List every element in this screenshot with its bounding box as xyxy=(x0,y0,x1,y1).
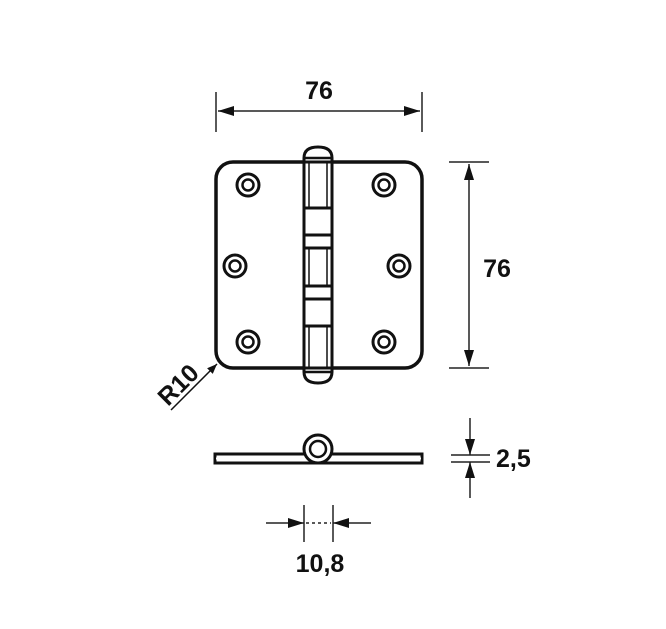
hinge-side-view xyxy=(213,433,424,465)
screw-hole-mid-right xyxy=(386,253,412,279)
screw-hole-bottom-right xyxy=(371,329,397,355)
knuckle-inner xyxy=(308,439,328,459)
hinge-barrel xyxy=(302,145,334,385)
screw-hole-bottom-left xyxy=(235,329,261,355)
corner-radius-callout: R10 xyxy=(152,359,218,411)
width-label: 76 xyxy=(305,77,333,105)
width-dimension: 76 xyxy=(215,77,423,132)
screw-hole-mid-left xyxy=(222,253,248,279)
knuckle-diameter-dimension: 10,8 xyxy=(266,505,371,578)
upper-bearing xyxy=(302,206,334,250)
screw-hole-top-left xyxy=(235,172,261,198)
thickness-dimension: 2,5 xyxy=(451,418,531,498)
radius-label: R10 xyxy=(152,359,204,411)
knuckle-diameter-label: 10,8 xyxy=(296,550,345,578)
screw-hole-top-right xyxy=(371,172,397,198)
height-dimension: 76 xyxy=(449,161,511,369)
height-label: 76 xyxy=(483,255,511,283)
hinge-front-view xyxy=(214,145,424,385)
lower-bearing xyxy=(302,284,334,328)
thickness-label: 2,5 xyxy=(496,445,531,473)
